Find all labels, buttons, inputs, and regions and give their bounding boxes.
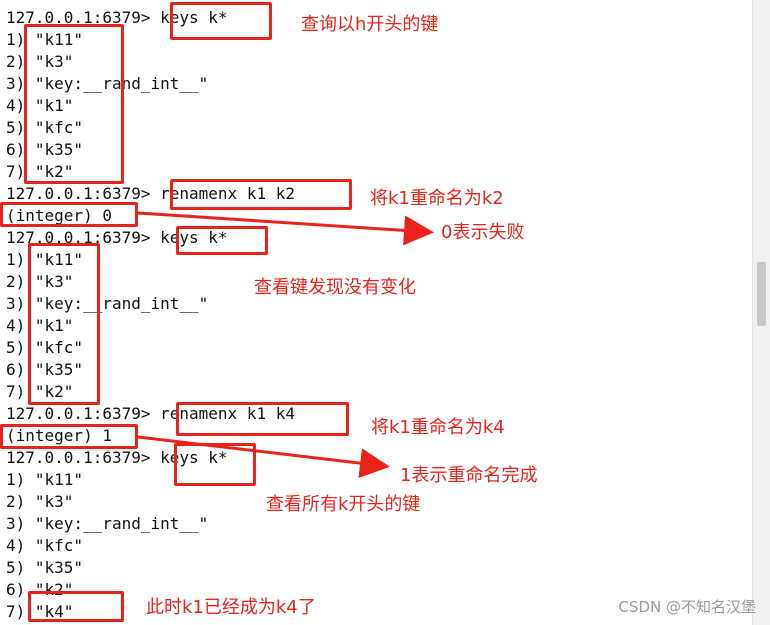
scrollbar-thumb[interactable]	[757, 262, 766, 326]
terminal-line: 127.0.0.1:6379> keys k*	[6, 228, 228, 247]
annotation-view-all-k: 查看所有k开头的键	[266, 494, 421, 515]
terminal-line: 6) "k2"	[6, 580, 74, 599]
terminal-line: 7) "k2"	[6, 382, 74, 401]
highlight-box	[170, 179, 352, 210]
vertical-scrollbar[interactable]	[752, 0, 770, 625]
arrow-icon	[137, 435, 390, 479]
terminal-line: 1) "k11"	[6, 470, 84, 489]
terminal-line: 3) "key:__rand_int__"	[6, 294, 209, 313]
terminal-line: 127.0.0.1:6379> keys k*	[6, 448, 228, 467]
terminal-line: 5) "kfc"	[6, 338, 84, 357]
highlight-box	[24, 24, 124, 184]
highlight-box	[174, 443, 256, 486]
terminal-line: (integer) 1	[6, 426, 112, 445]
annotation-query-h-keys: 查询以h开头的键	[301, 14, 439, 35]
annotation-arrows	[137, 211, 434, 479]
highlight-box	[170, 2, 272, 40]
terminal-line: 127.0.0.1:6379> renamenx k1 k2	[6, 184, 295, 203]
terminal-line: 1) "k11"	[6, 250, 84, 269]
terminal-line: 7) "k2"	[6, 162, 74, 181]
watermark: CSDN @不知名汉堡	[618, 598, 756, 616]
terminal-line: 2) "k3"	[6, 492, 74, 511]
arrow-icon	[137, 211, 434, 246]
terminal-line: 4) "k1"	[6, 96, 74, 115]
highlight-box	[176, 402, 349, 436]
highlight-box	[0, 202, 138, 227]
terminal-line: 7) "k4"	[6, 602, 74, 621]
annotation-one-success: 1表示重命名完成	[400, 465, 538, 486]
terminal-line: 3) "key:__rand_int__"	[6, 514, 209, 533]
terminal-line: (integer) 0	[6, 206, 112, 225]
terminal-line: 4) "k1"	[6, 316, 74, 335]
highlight-box	[28, 591, 124, 622]
terminal-line: 6) "k35"	[6, 360, 84, 379]
terminal-line: 5) "kfc"	[6, 118, 84, 137]
highlight-box	[28, 243, 100, 405]
annotation-rename-k1-k2: 将k1重命名为k2	[370, 188, 504, 209]
terminal-window[interactable]: 127.0.0.1:6379> keys k* 1) "k11" 2) "k3"…	[0, 0, 752, 625]
highlight-box	[0, 424, 138, 449]
terminal-line: 127.0.0.1:6379> renamenx k1 k4	[6, 404, 295, 423]
terminal-line: 1) "k11"	[6, 30, 84, 49]
annotation-zero-failure: 0表示失败	[441, 222, 525, 243]
annotation-rename-k1-k4: 将k1重命名为k4	[371, 417, 505, 438]
annotation-k1-now-k4: 此时k1已经成为k4了	[146, 597, 316, 618]
terminal-line: 2) "k3"	[6, 52, 74, 71]
annotation-no-change: 查看键发现没有变化	[254, 277, 416, 298]
terminal-line: 4) "kfc"	[6, 536, 84, 555]
highlight-box	[176, 226, 268, 255]
terminal-line: 6) "k35"	[6, 140, 84, 159]
terminal-line: 5) "k35"	[6, 558, 84, 577]
terminal-line: 2) "k3"	[6, 272, 74, 291]
terminal-line: 127.0.0.1:6379> keys k*	[6, 8, 228, 27]
